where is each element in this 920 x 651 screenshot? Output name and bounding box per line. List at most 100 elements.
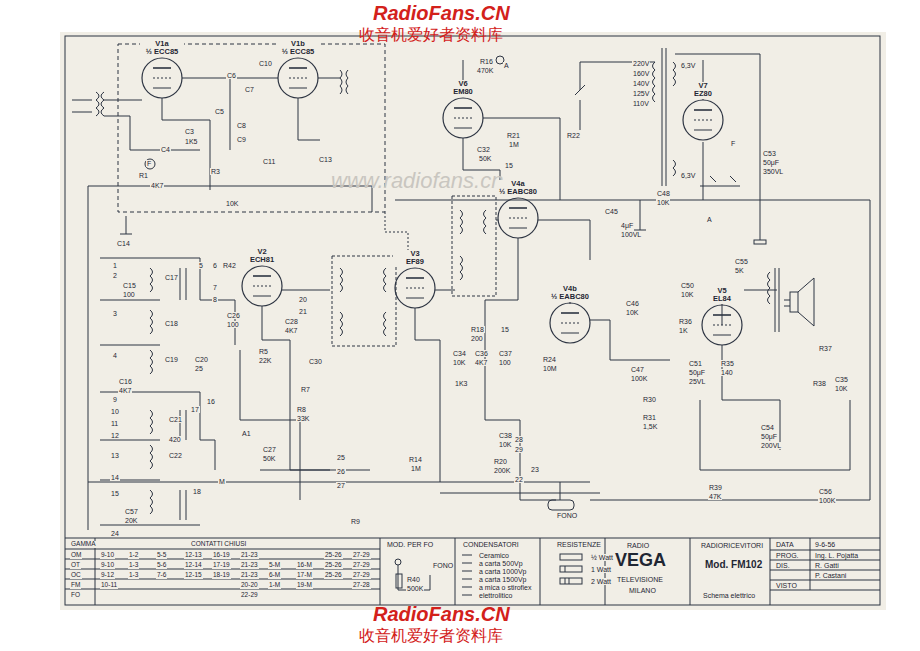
wire-line: [95, 538, 96, 605]
wire-line: [289, 87, 307, 88]
component-label: C28: [284, 318, 299, 325]
wire-line: [810, 538, 811, 590]
component-label: 200VL: [760, 442, 782, 449]
wire-line: [462, 587, 472, 588]
wire-path: [100, 258, 200, 525]
wire-line: [770, 590, 880, 591]
wire-line: [770, 570, 880, 571]
component-label: 5-6: [156, 562, 167, 569]
component-label: 220V: [632, 60, 650, 67]
component-label: 100: [122, 291, 136, 298]
component-label: 4K7: [150, 182, 164, 189]
component-label: 9: [112, 396, 118, 403]
component-label: 1K: [678, 327, 689, 334]
wire-line: [454, 117, 472, 118]
component-label: F: [146, 160, 152, 167]
wire-path: [775, 268, 779, 332]
component-label: 27-29: [352, 572, 371, 579]
wire-line: [713, 334, 731, 335]
component-label: R30: [642, 396, 657, 403]
component-label: 20-20: [240, 582, 259, 589]
wire-g: [65, 36, 880, 605]
tube-symbol: V6EM80: [441, 80, 485, 139]
component-label: C20: [194, 356, 209, 363]
component-label: C57: [124, 508, 139, 515]
component-label: 25-26: [324, 562, 343, 569]
component-label: 1-M: [268, 582, 281, 589]
component-label: 10K: [656, 199, 670, 206]
component-label: FO: [70, 592, 81, 599]
tube-type: ½ EABC80: [496, 188, 540, 196]
wire-line: [153, 87, 171, 88]
component-label: VEGA: [614, 551, 667, 569]
component-label: 21-23: [240, 552, 259, 559]
component-label: 1K3: [454, 380, 468, 387]
component-label: MILANO: [628, 587, 657, 594]
component-label: 100: [498, 359, 512, 366]
component-label: C22: [168, 452, 183, 459]
component-label: R22: [566, 132, 581, 139]
component-label: 4K7: [474, 359, 488, 366]
wire-path: [460, 210, 486, 280]
wire-path: [768, 272, 771, 304]
component-label: 9-12: [100, 572, 115, 579]
component-label: 25-26: [324, 572, 343, 579]
watermark: 收音机爱好者资料库: [358, 628, 504, 644]
wire-path: [104, 100, 200, 150]
component-label: 25: [194, 365, 204, 372]
component-label: 26: [336, 468, 346, 475]
tube-ref: V1a: [140, 40, 184, 48]
component-label: 9-10: [100, 552, 115, 559]
wire-rect: [396, 574, 402, 588]
component-label: 28: [514, 436, 524, 443]
wire-line: [153, 77, 171, 78]
component-label: 10M: [542, 365, 558, 372]
tube-outline: [548, 302, 592, 344]
component-label: C45: [604, 208, 619, 215]
component-label: 18: [192, 488, 202, 495]
component-label: 20K: [124, 517, 138, 524]
wire-line: [770, 538, 771, 605]
component-label: C4: [160, 146, 171, 153]
wire-path: [570, 290, 777, 360]
component-label: R35: [720, 360, 735, 367]
component-label: 10K: [452, 359, 466, 366]
wire-line: [569, 578, 570, 584]
tube-symbol: V4b½ EABC80: [548, 285, 592, 344]
component-label: 100K: [818, 497, 836, 504]
component-label: C30: [308, 358, 323, 365]
component-label: R5: [258, 348, 269, 355]
wire-circle: [395, 268, 435, 308]
component-label: TELEVISIONE: [616, 576, 664, 583]
component-label: 500K: [406, 585, 424, 592]
tube-outline: [496, 197, 540, 239]
watermark: 收音机爱好者资料库: [358, 27, 504, 43]
wire-line: [253, 295, 271, 296]
wire-line: [694, 129, 712, 130]
component-label: DATA: [775, 541, 795, 548]
component-label: R3: [210, 168, 221, 175]
tube-type: EM80: [441, 88, 485, 96]
tube-ref: V3: [393, 250, 437, 258]
component-label: A1: [241, 430, 252, 437]
component-label: FONO: [556, 512, 578, 519]
component-label: 110V: [632, 100, 650, 107]
tube-type: ½ ECC85: [276, 48, 320, 56]
component-label: 100: [226, 321, 240, 328]
component-label: 21-23: [240, 572, 259, 579]
component-label: R24: [542, 356, 557, 363]
wire-rect: [560, 578, 582, 584]
component-label: 4μF: [620, 222, 634, 229]
tube-outline: [393, 267, 437, 309]
component-label: 5: [198, 262, 204, 269]
component-label: 140V: [632, 80, 650, 87]
wire-path: [150, 410, 153, 514]
component-label: R40: [406, 576, 421, 583]
wire-line: [462, 595, 472, 596]
wire-rect: [560, 566, 582, 572]
wire-path: [88, 482, 590, 500]
tube-type: EZ80: [681, 90, 725, 98]
wire-path: [673, 62, 676, 176]
component-label: R36: [678, 318, 693, 325]
